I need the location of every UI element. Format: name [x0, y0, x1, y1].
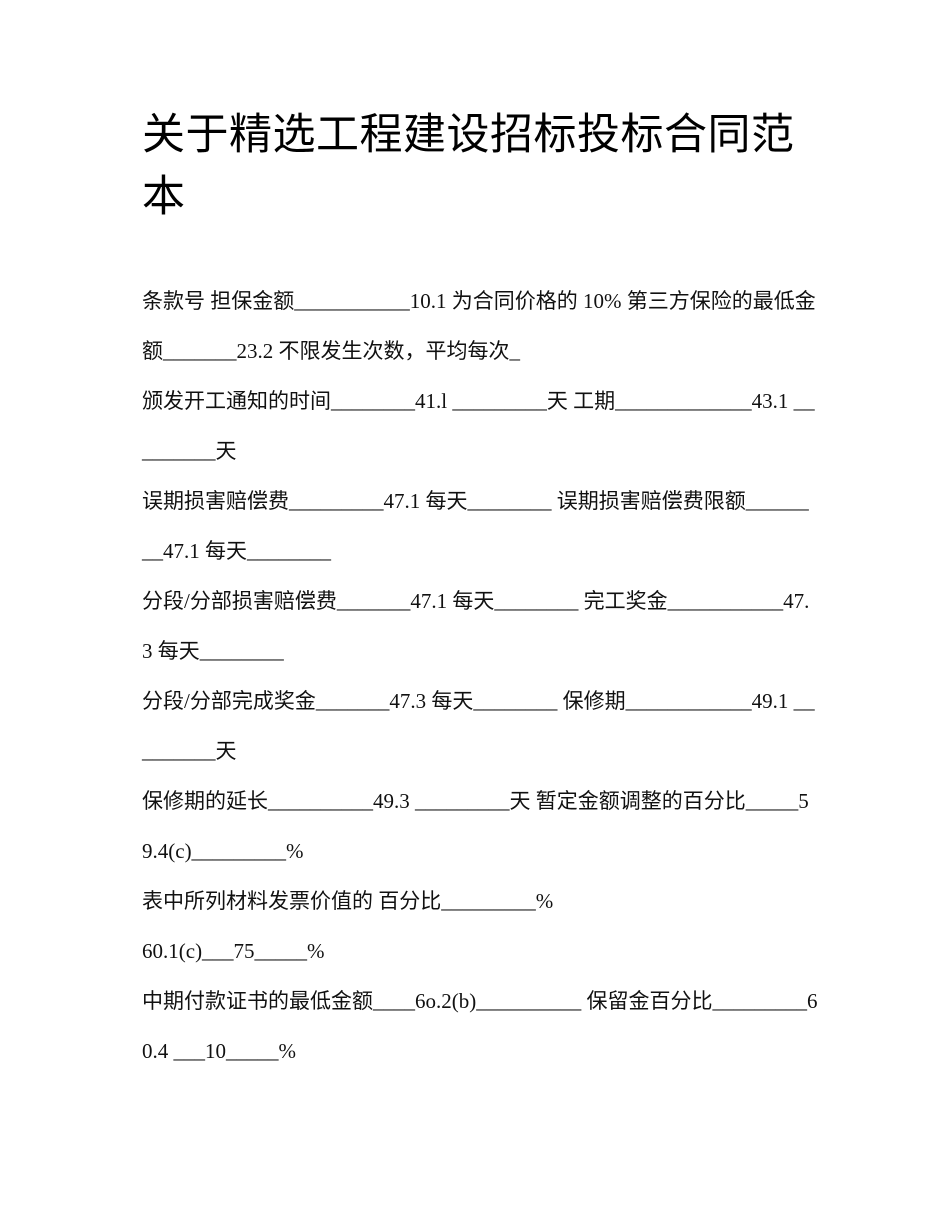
paragraph-commencement-notice: 颁发开工通知的时间________41.l _________天 工期_____…	[142, 389, 815, 463]
paragraph-sectional-bonus: 分段/分部完成奖金_______47.3 每天________ 保修期_____…	[142, 689, 815, 763]
paragraph-delay-damages: 误期损害赔偿费_________47.1 每天________ 误期损害赔偿费限…	[142, 489, 809, 563]
paragraph-sectional-damages: 分段/分部损害赔偿费_______47.1 每天________ 完工奖金___…	[142, 589, 810, 663]
paragraph-materials-invoice-percent: 表中所列材料发票价值的 百分比_________% 60.1(c)___75__…	[142, 889, 554, 963]
document-body: 条款号 担保金额___________10.1 为合同价格的 10% 第三方保险…	[142, 276, 818, 1076]
paragraph-guarantee-amount: 条款号 担保金额___________10.1 为合同价格的 10% 第三方保险…	[142, 289, 816, 363]
paragraph-interim-payment: 中期付款证书的最低金额____6o.2(b)__________ 保留金百分比_…	[142, 989, 818, 1063]
paragraph-defects-extension: 保修期的延长__________49.3 _________天 暂定金额调整的百…	[142, 789, 809, 863]
document-title: 关于精选工程建设招标投标合同范本	[142, 112, 795, 221]
title-block: 关于精选工程建设招标投标合同范本	[142, 105, 822, 229]
